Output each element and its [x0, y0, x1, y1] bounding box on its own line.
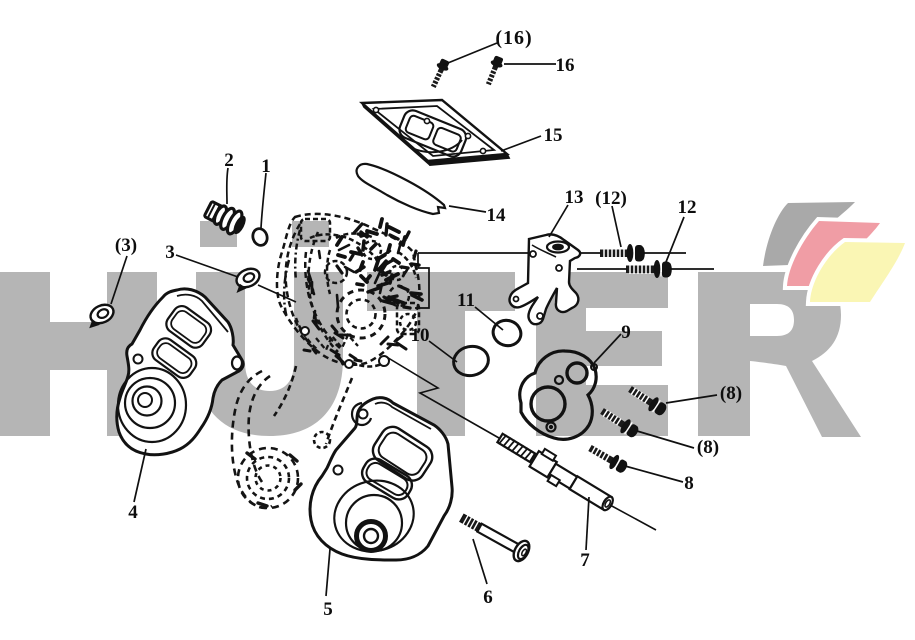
- svg-text:1: 1: [261, 156, 271, 177]
- svg-text:16: 16: [556, 55, 575, 76]
- svg-text:3: 3: [165, 242, 175, 263]
- svg-text:(12): (12): [595, 188, 627, 209]
- svg-text:11: 11: [457, 290, 475, 311]
- svg-text:8: 8: [684, 473, 694, 494]
- svg-text:10: 10: [411, 325, 430, 346]
- svg-text:2: 2: [224, 150, 234, 171]
- svg-text:14: 14: [487, 205, 507, 226]
- svg-text:6: 6: [483, 587, 493, 608]
- svg-text:(16): (16): [495, 27, 532, 49]
- svg-text:5: 5: [323, 599, 333, 620]
- svg-text:(8): (8): [697, 437, 719, 458]
- svg-text:(3): (3): [115, 235, 137, 256]
- svg-text:(8): (8): [720, 383, 742, 404]
- svg-text:9: 9: [621, 322, 631, 343]
- svg-text:15: 15: [544, 125, 563, 146]
- svg-text:4: 4: [128, 502, 138, 523]
- svg-text:7: 7: [580, 550, 590, 571]
- svg-text:13: 13: [565, 187, 584, 208]
- svg-text:12: 12: [678, 197, 697, 218]
